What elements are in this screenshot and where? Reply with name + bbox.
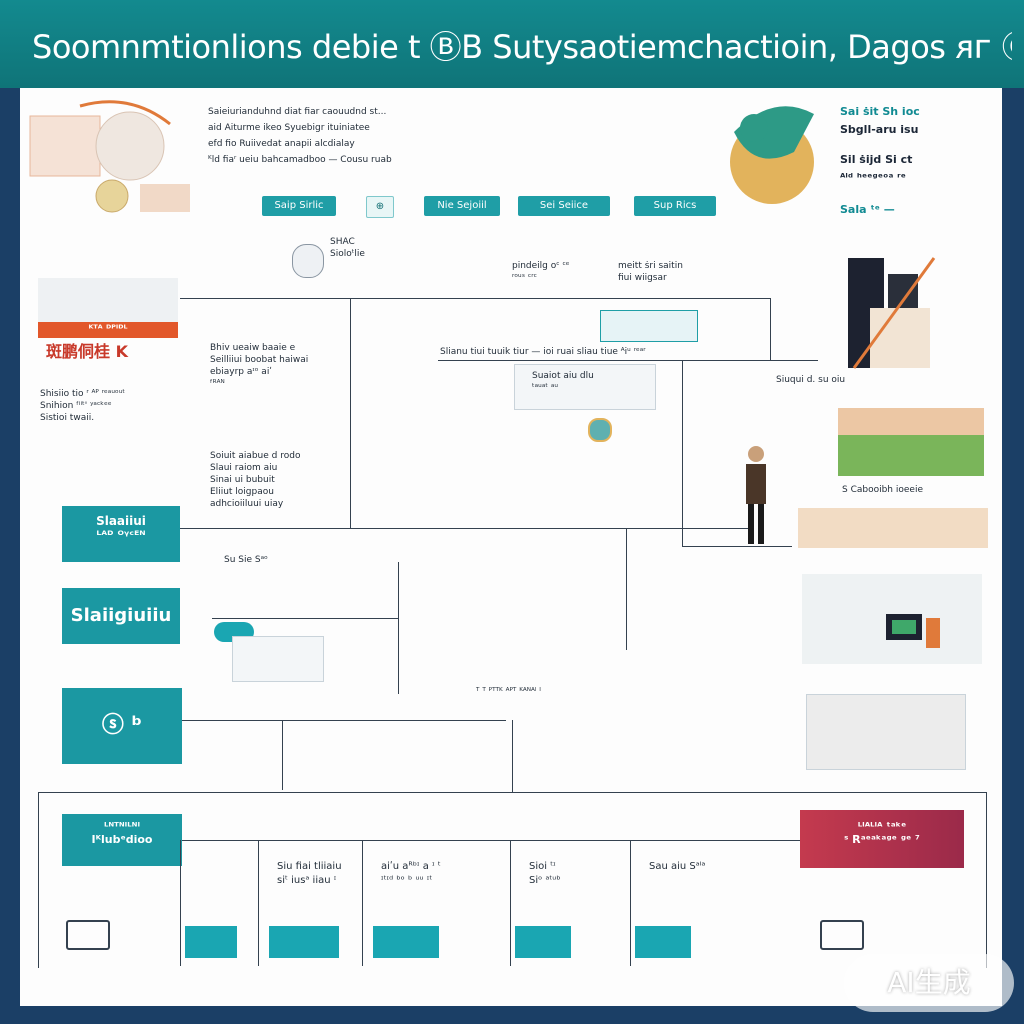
bottom-card-1[interactable] (180, 840, 329, 966)
person-illustration (736, 442, 776, 546)
intro-line-3: efd fio Ruiivedat anapii alcdialay (208, 139, 355, 149)
connector (398, 562, 399, 694)
header-bar: Soomnmtionlions debie t ⒷB Sutysaotiemch… (0, 0, 1024, 88)
intro-line-4: ᴷld fiaʳ ueiu bahcamadboo — Cousu ruab (208, 155, 392, 165)
red-tag[interactable]: ᴸᴵᴬᴸᴵᴬ ᵗᵃᵏᵉ ˢ Rᵃᵉᵃᵏᵃᵍᵉ ᵍᵉ ⁷ (800, 810, 964, 868)
person-icon (746, 446, 766, 544)
intro-line-1: Saieiurianduhnd diat fiar caouudnd st... (208, 107, 387, 117)
connector (512, 720, 513, 792)
step-pill-4[interactable]: Sei Seiice (518, 196, 610, 216)
connector (438, 360, 818, 361)
frame-line-left (38, 792, 39, 968)
mid-caption: Su Sie Sᵃᵒ (224, 555, 268, 565)
left-tag-1-title: 斑鹏侗桂 K (46, 342, 128, 361)
bottom-card-3[interactable]: aiʹu aᴿᵇᶦ a ᶦ ᵗ ᶦᵗᶦᵈ ᵇᵒ ᵇ ᵘᵘ ᶦᵗ (362, 840, 511, 966)
center-bar-label: Slianu tiui tuuik tiur — ioi ruai sliau … (440, 347, 646, 357)
connector (180, 298, 770, 299)
laptop-icon (66, 920, 110, 950)
connector (770, 298, 771, 360)
bottom-card-4[interactable]: Sioi ᵗᶦ Siᵒ ᵃᵗᵘᵇ (510, 840, 631, 966)
page-title: Soomnmtionlions debie t ⒷB Sutysaotiemch… (32, 28, 1012, 66)
left-tag-5[interactable]: ᴸᴺᵀᴺᴵᴸᴺᴵ Iᴷlubᵉdioo (62, 814, 182, 866)
node-label-1: SHAC Sioloᵗlie (330, 237, 365, 259)
illustration-topleft (20, 96, 200, 216)
mid-text-1: Bhiv ueaiw baaie e Seilliiui boobat haiw… (210, 343, 309, 389)
left-tag-4[interactable]: ⓢ ᵇ (62, 688, 182, 764)
connector (350, 298, 351, 528)
lower-caption: ᵀ ᵀ ᴾᵀᵀᴷ ᴬᴾᵀ ᴷᴬᴺᴬˡ ᴵ (476, 687, 541, 697)
bottom-card-3-text: aiʹu aᴿᵇᶦ a ᶦ ᵗ ᶦᵗᶦᵈ ᵇᵒ ᵇ ᵘᵘ ᶦᵗ (381, 861, 441, 886)
right-note-1: Sai ṡit Sh ioc (840, 105, 920, 118)
dragon-icon (730, 106, 814, 204)
device-card (232, 636, 324, 682)
illustration-topright (714, 92, 824, 212)
diagram-canvas: Saieiurianduhnd diat fiar caouudnd st...… (20, 88, 1002, 1006)
right-note-2: Sbgll-aru isu (840, 123, 919, 136)
connector (180, 720, 506, 721)
left-tag-2[interactable]: Slaaiiui ᴸᴬᴰ ᴼᵞᶜᴱᴺ (62, 506, 180, 562)
connector (682, 360, 683, 546)
center-sub-label: Suaiot aiu dlu ᵗᵃᵘᵃᵗ ᵃᵘ (532, 371, 594, 393)
bottom-card-3-icon (373, 926, 439, 958)
bottom-card-2-text: Siu fiai tliiaiu siᵗ iusᵃ iiau ᶦ (277, 861, 342, 886)
map-illustration (802, 574, 982, 664)
right-note-5: Sala ᵗᵉ — (840, 203, 895, 216)
field-illustration (838, 408, 984, 476)
node-label-3: meitt ṡri saitin fiui wiigsar (618, 261, 683, 283)
step-pill-5[interactable]: Sup Rics (634, 196, 716, 216)
step-pill-1[interactable]: Saip Sirlic (262, 196, 336, 216)
left-tag-1[interactable]: ᴷᵀᴬ ᴰᴾᴵᴰᴸ (38, 278, 178, 338)
bottom-card-4-icon (515, 926, 571, 958)
bottom-card-1-icon (185, 926, 237, 958)
connector (282, 720, 283, 790)
desk-illustration (798, 508, 988, 548)
mid-text-2: Soiuit aiabue d rodo Slaui raiom aiu Sin… (210, 451, 301, 509)
intro-line-2: aid Aiturme ikeo Syuebigr ituiniatee (208, 123, 370, 133)
node-label-2: pindeilg oᶜ ᶜᵉ ʳᵒᵘˢ ᶜʳᶜ (512, 261, 570, 283)
connector (212, 618, 398, 619)
connector (180, 840, 800, 841)
left-desc-1: Shisiio tio ʳ ᴬᴾ ʳᵉᵃᵘᵒᵘᵗ Snihion ᶠⁱⁱᵗ' ʸ… (40, 389, 125, 423)
globe-icon (588, 418, 612, 442)
node-icon-1 (292, 244, 324, 278)
right-note-3: Sil ṡijd Si ct (840, 153, 913, 166)
frame-line-right (986, 792, 987, 968)
frame-line-top (38, 792, 986, 793)
step-pill-3[interactable]: Nie Sejoiil (424, 196, 500, 216)
laptop-icon (820, 920, 864, 950)
bottom-card-2-icon (269, 926, 339, 958)
left-tag-1-band: ᴷᵀᴬ ᴰᴾᴵᴰᴸ (38, 322, 178, 338)
bottom-card-2[interactable]: Siu fiai tliiaiu siᵗ iusᵃ iiau ᶦ (258, 840, 359, 966)
ai-generated-badge: AI生成 (844, 954, 1014, 1012)
city-icon (848, 257, 936, 369)
connector (682, 546, 792, 547)
connector (180, 528, 750, 529)
bottom-card-4-text: Sioi ᵗᶦ Siᵒ ᵃᵗᵘᵇ (529, 861, 561, 886)
right-caption: Siuqui d. su oiu (776, 375, 846, 385)
bottom-card-5-icon (635, 926, 691, 958)
center-card (514, 364, 656, 410)
connector (626, 528, 627, 650)
grey-panel (806, 694, 966, 770)
step-pill-2[interactable]: ⊕ (366, 196, 394, 218)
right-note-4: ᴬˡᵈ ʰᵉᵉᵍᵉᵒᵃ ʳᵉ (840, 171, 906, 184)
left-tag-3[interactable]: Slaiigiuiiu (62, 588, 180, 644)
monitor-icon (886, 614, 940, 648)
buildings-illustration (844, 228, 944, 378)
map-cooking-icon (29, 100, 190, 213)
bottom-card-5[interactable]: Sau aiu Sᵃᴵᵃ (630, 840, 731, 966)
field-caption: S Cabooibh ioeeie (842, 485, 923, 495)
center-panel (600, 310, 698, 342)
bottom-card-5-text: Sau aiu Sᵃᴵᵃ (649, 861, 706, 872)
